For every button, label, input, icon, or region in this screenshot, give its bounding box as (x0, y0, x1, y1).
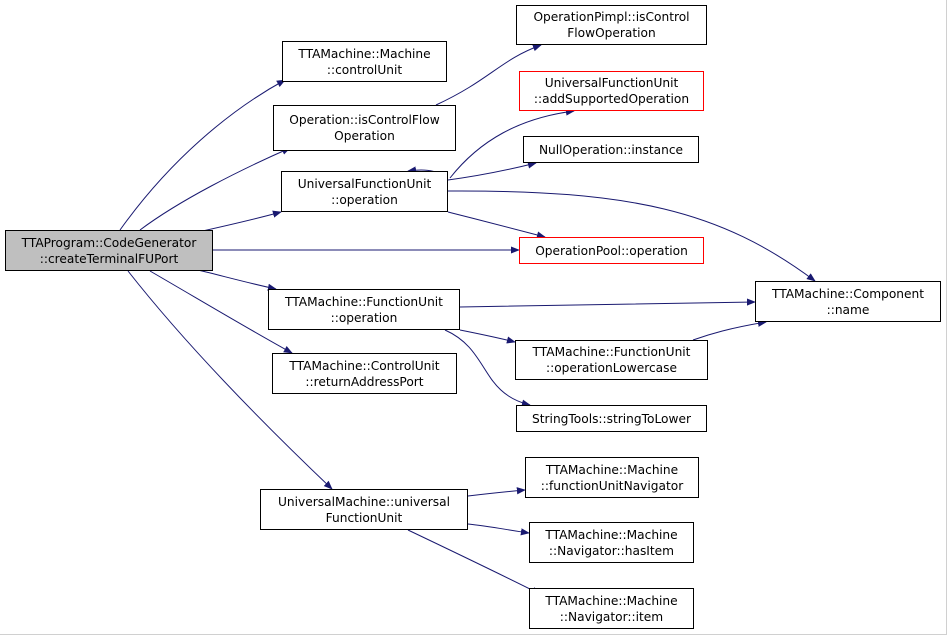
node-navigator-hasitem[interactable]: TTAMachine::Machine ::Navigator::hasItem (529, 522, 694, 563)
node-line: ::operationLowercase (546, 361, 677, 375)
edge-fu-operation-to-oplowercase (459, 329, 516, 344)
node-nulloperation-instance[interactable]: NullOperation::instance (523, 136, 699, 163)
edge-root-to-machine-controlunit (119, 79, 286, 231)
edge-root-to-um-universalfu (127, 270, 333, 490)
edge-root-to-op-iscontrolflow (139, 147, 291, 231)
node-line: Operation::isControlFlow (289, 113, 440, 127)
node-line: Operation (334, 129, 395, 143)
edge-um-universalfu-to-hasitem (467, 523, 530, 536)
edge-ufu-operation-to-oppool (447, 211, 546, 239)
node-line: UniversalMachine::universal (278, 494, 450, 509)
node-line: TTAProgram::CodeGenerator (21, 235, 197, 250)
node-operation-iscontrolflowoperation[interactable]: Operation::isControlFlow Operation (273, 105, 456, 151)
node-line: UniversalFunctionUnit (297, 176, 432, 191)
node-line: TTAMachine::FunctionUnit (285, 294, 443, 309)
node-line: TTAMachine::Machine (545, 527, 678, 542)
node-component-name[interactable]: TTAMachine::Component ::name (755, 281, 941, 322)
node-line: TTAMachine::Machine (298, 46, 431, 61)
edge-root-to-fu-operation (197, 269, 277, 291)
node-operationpool-operation[interactable]: OperationPool::operation (519, 237, 704, 264)
edge-ufu-operation-to-component-name (447, 190, 816, 282)
node-line: ::Navigator::hasItem (548, 543, 675, 558)
node-line: ::Navigator::item (559, 609, 664, 624)
node-line: FunctionUnit (325, 510, 403, 525)
node-line: TTAMachine::FunctionUnit (532, 345, 691, 359)
node-ufu-addsupportedoperation[interactable]: UniversalFunctionUnit ::addSupportedOper… (519, 71, 704, 111)
node-line: ::returnAddressPort (305, 374, 424, 389)
node-line: ::createTerminalFUPort (39, 251, 179, 266)
node-line: FlowOperation (567, 26, 656, 40)
node-line: OperationPimpl::isControl (533, 10, 690, 24)
edge-op-iscontrolflow-to-pimpl (435, 44, 542, 106)
node-line: ::name (826, 302, 870, 317)
node-line: TTAMachine::Component (771, 286, 925, 301)
node-line: ::operation (331, 192, 398, 207)
node-line: ::functionUnitNavigator (540, 478, 684, 493)
edge-ufu-operation-to-nullop (447, 161, 537, 181)
node-line: ::operation (330, 310, 398, 325)
node-stringtools-stringtolower[interactable]: StringTools::stringToLower (516, 405, 707, 432)
node-universalmachine-universalfunctionunit[interactable]: UniversalMachine::universal FunctionUnit (260, 489, 468, 530)
edge-um-universalfu-to-item (407, 529, 541, 595)
edge-root-to-ufu-operation (197, 210, 282, 233)
node-machine-functionunitnavigator[interactable]: TTAMachine::Machine ::functionUnitNaviga… (525, 457, 699, 498)
node-navigator-item[interactable]: TTAMachine::Machine ::Navigator::item (529, 588, 694, 629)
node-line: UniversalFunctionUnit (544, 76, 679, 90)
node-line: ::controlUnit (326, 62, 403, 77)
edge-fu-operation-to-stringtools (444, 329, 531, 407)
node-codegenerator-createterminalfuport[interactable]: TTAProgram::CodeGenerator ::createTermin… (5, 230, 213, 271)
node-line: TTAMachine::ControlUnit (289, 358, 440, 373)
node-line: OperationPool::operation (535, 243, 688, 258)
edge-root-to-cu-returnaddr (149, 270, 293, 354)
node-line: StringTools::stringToLower (532, 411, 691, 426)
node-functionunit-operationlowercase[interactable]: TTAMachine::FunctionUnit ::operationLowe… (515, 340, 708, 380)
node-operationpimpl-iscontrolflowoperation[interactable]: OperationPimpl::isControl FlowOperation (516, 5, 707, 45)
node-controlunit-returnaddressport[interactable]: TTAMachine::ControlUnit ::returnAddressP… (272, 353, 457, 394)
node-line: NullOperation::instance (538, 142, 684, 157)
node-line: TTAMachine::Machine (545, 593, 678, 608)
node-line: ::addSupportedOperation (533, 92, 690, 106)
edge-um-universalfu-to-funavigator (467, 487, 526, 497)
node-ufu-operation[interactable]: UniversalFunctionUnit ::operation (281, 171, 448, 212)
edge-ufu-operation-to-addsupported (449, 108, 575, 179)
node-functionunit-operation[interactable]: TTAMachine::FunctionUnit ::operation (268, 289, 460, 330)
edge-fu-operation-to-component-name (459, 298, 756, 308)
node-machine-controlunit[interactable]: TTAMachine::Machine ::controlUnit (282, 41, 447, 82)
node-line: TTAMachine::Machine (545, 462, 679, 477)
edge-oplowercase-to-component-name (692, 319, 767, 341)
